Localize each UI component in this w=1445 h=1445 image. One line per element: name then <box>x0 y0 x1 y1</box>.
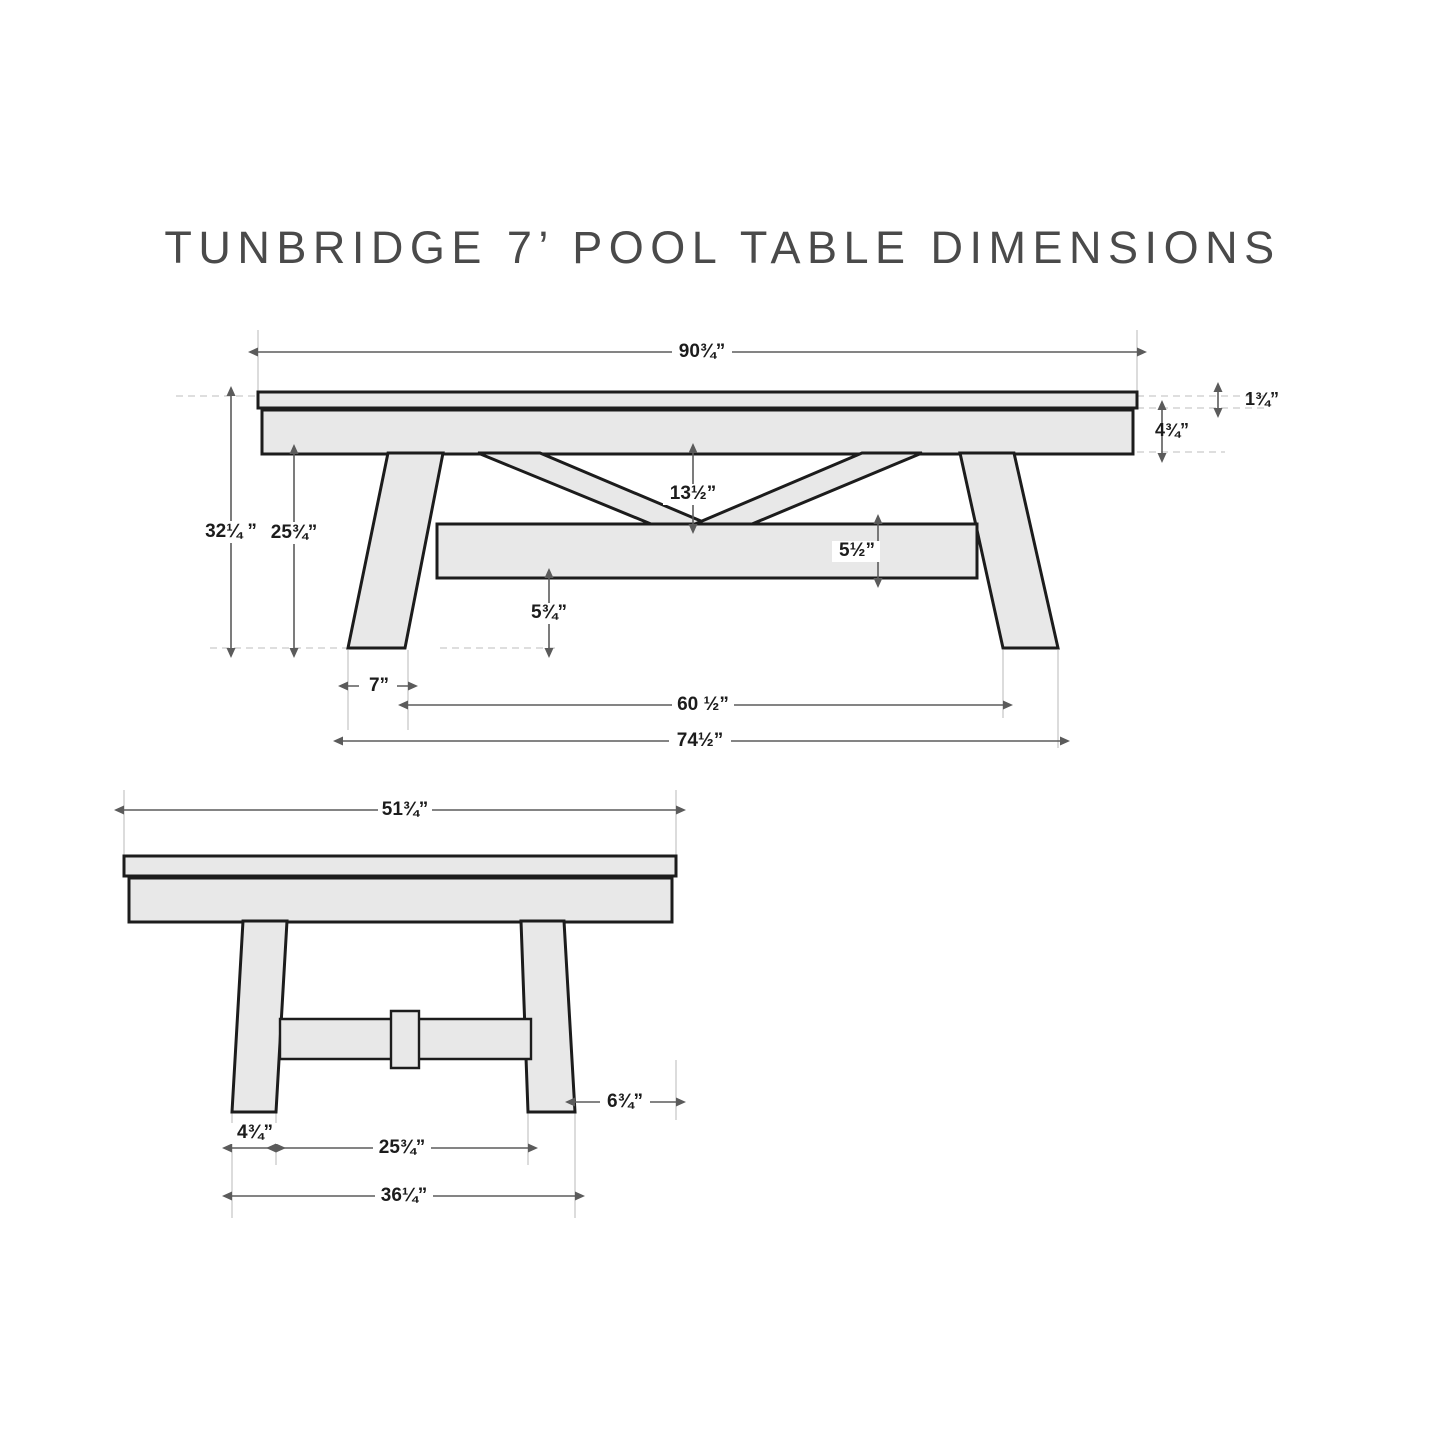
dim-label-stretcher-height: 5½” <box>839 540 875 561</box>
dim-label-side-foot-width: 4¾” <box>237 1122 273 1143</box>
dim-side-foot-width: 4¾” <box>222 1122 286 1153</box>
dim-front-stretcher-height: 5½” <box>832 514 883 588</box>
dim-label-rail-thickness: 1¾” <box>1245 389 1279 409</box>
dim-label-side-inner-leg-span: 25¾” <box>379 1137 425 1158</box>
dim-label-apron-height: 4¾” <box>1155 420 1189 440</box>
side-elevation-group: 51¾” 6¾” 4¾” 25¾” <box>114 790 686 1218</box>
dim-label-outer-leg-span: 74½” <box>677 730 723 751</box>
front-right-leg <box>958 451 1060 650</box>
dim-side-leg-overhang: 6¾” <box>565 1091 686 1112</box>
side-stretcher-key-block <box>389 1009 421 1070</box>
dim-side-overall-width: 51¾” <box>114 799 686 821</box>
front-apron <box>260 408 1135 456</box>
front-elevation-group: 90¾” 1¾” 4¾” 32¼ ” 25¾” <box>176 330 1279 751</box>
side-apron <box>127 876 674 924</box>
side-right-leg <box>519 919 577 1114</box>
dim-label-overall-height: 32¼ ” <box>205 521 257 542</box>
dim-front-rail-thickness: 1¾” <box>1213 382 1279 418</box>
front-table-top-rail <box>256 390 1139 410</box>
dim-side-inner-leg-span: 25¾” <box>266 1137 538 1158</box>
front-stretcher <box>435 522 979 580</box>
front-left-leg <box>346 451 445 650</box>
dim-label-inner-leg-span: 60 ½” <box>677 694 729 715</box>
dim-label-side-outer-leg-span: 36¼” <box>381 1185 427 1206</box>
dim-label-floor-to-stretcher: 5¾” <box>531 602 567 623</box>
dim-front-underside-height: 25¾” <box>265 444 323 658</box>
dim-front-foot-width: 7” <box>338 675 418 696</box>
dim-front-apron-height: 4¾” <box>1155 400 1189 463</box>
dim-label-side-leg-overhang: 6¾” <box>607 1091 643 1112</box>
dim-front-overall-height: 32¼ ” <box>199 386 263 658</box>
dim-label-brace-clearance: 13½” <box>670 483 716 504</box>
dim-front-floor-to-stretcher: 5¾” <box>521 568 575 658</box>
dim-label-overall-length: 90¾” <box>679 341 725 362</box>
dim-front-overall-length: 90¾” <box>248 341 1147 363</box>
dim-label-foot-width: 7” <box>369 675 389 696</box>
dim-label-side-overall-width: 51¾” <box>382 799 428 820</box>
dim-front-inner-leg-span: 60 ½” <box>398 694 1013 715</box>
dim-label-underside-height: 25¾” <box>271 522 317 543</box>
side-left-leg <box>230 919 289 1114</box>
dim-front-outer-leg-span: 74½” <box>333 730 1070 751</box>
dim-side-outer-leg-span: 36¼” <box>222 1185 585 1206</box>
side-table-top-rail <box>122 854 678 878</box>
page-title: TUNBRIDGE 7’ POOL TABLE DIMENSIONS <box>164 222 1281 273</box>
dim-front-brace-clearance: 13½” <box>663 443 723 534</box>
front-right-v-brace <box>694 451 923 526</box>
